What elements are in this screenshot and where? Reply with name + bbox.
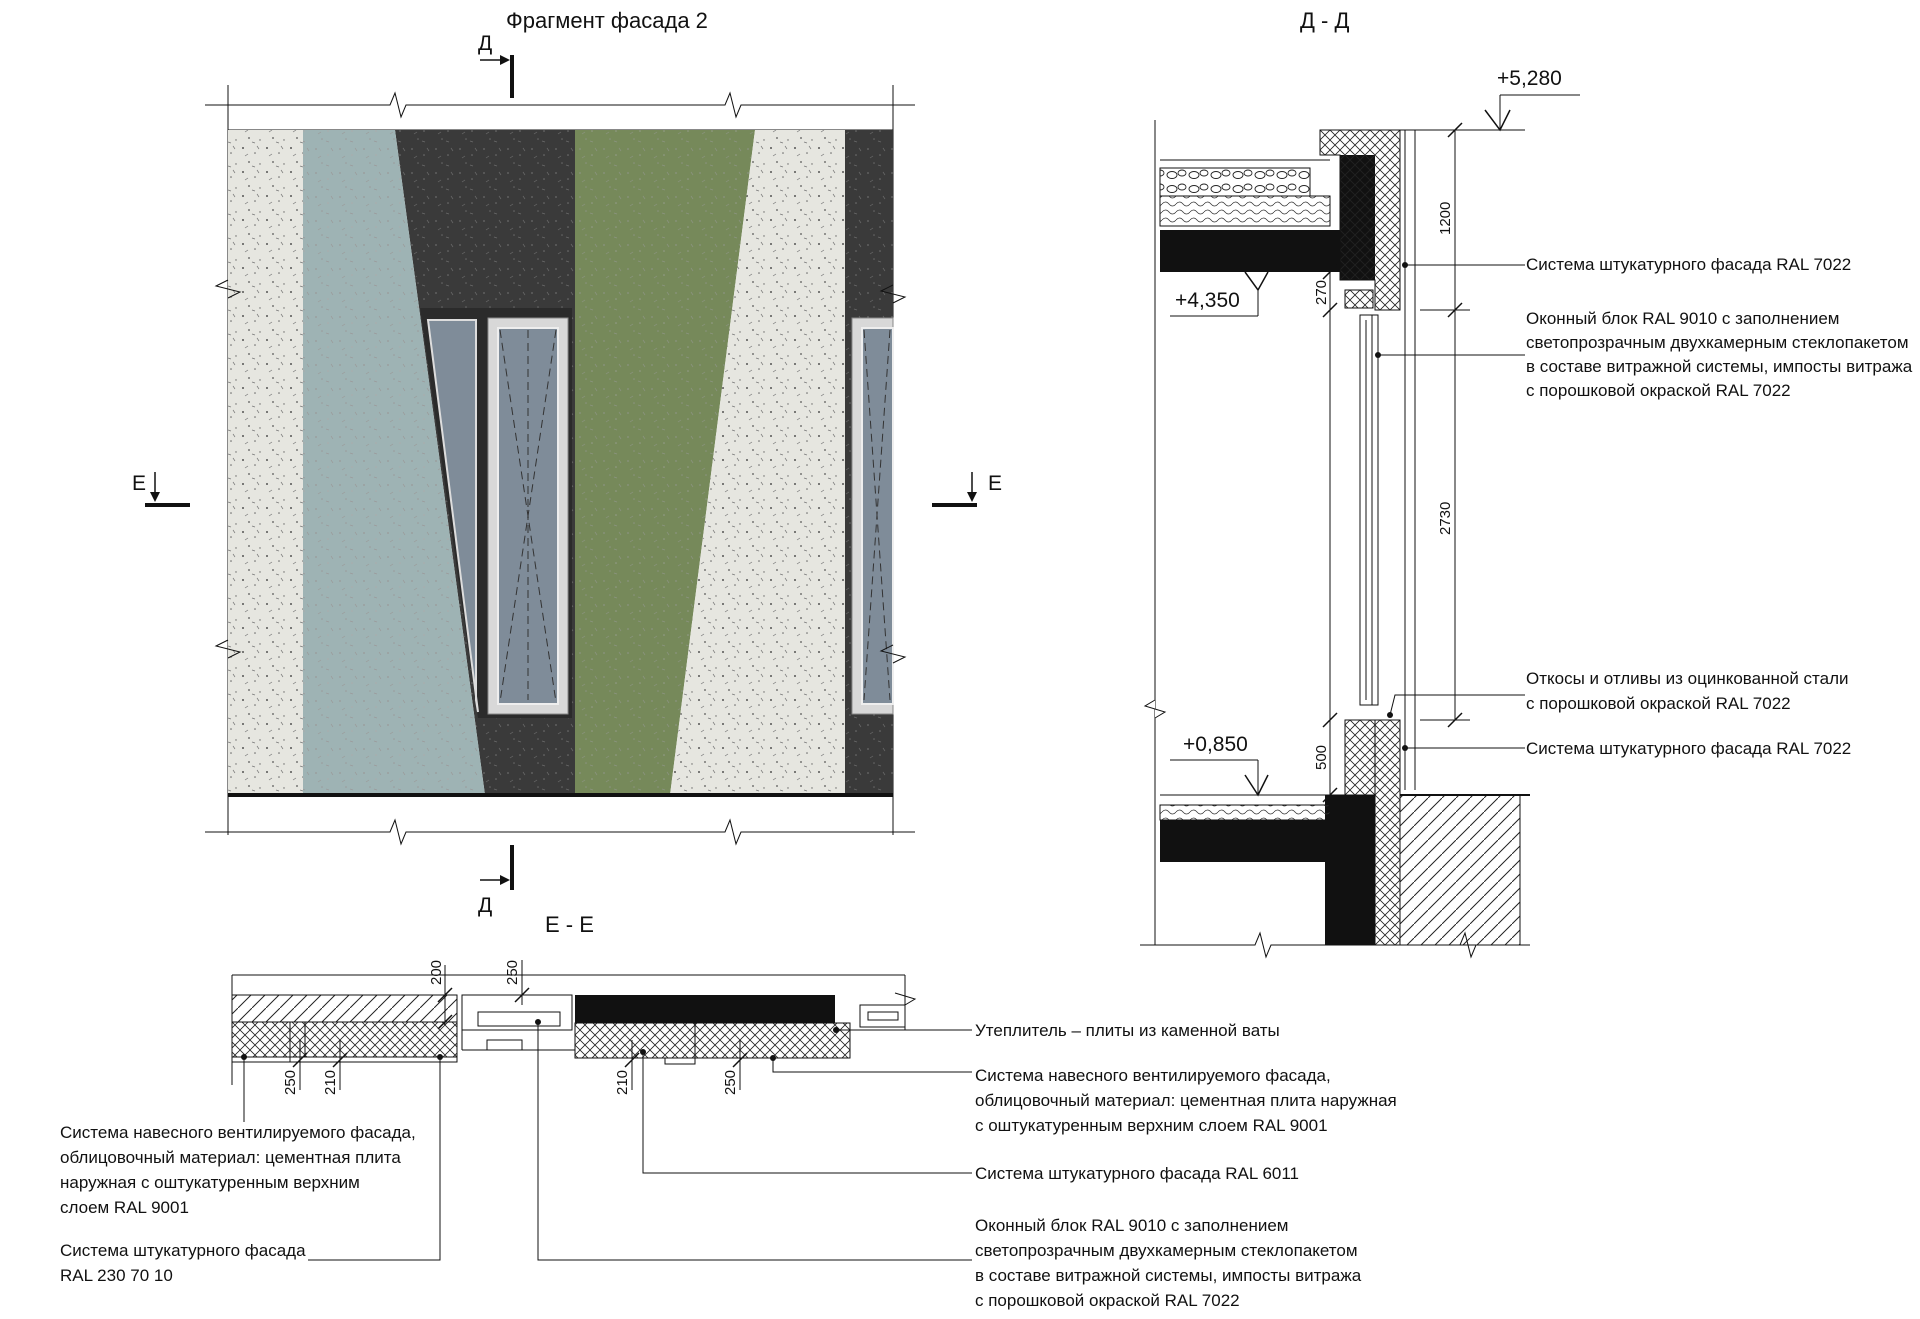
svg-text:Система штукатурного фасада: Система штукатурного фасада: [60, 1241, 306, 1260]
section-ee-title: Е - Е: [545, 912, 594, 937]
window-side-glass: [426, 319, 479, 713]
callout-ee-right-2: Система штукатурного фасада RAL 6011: [975, 1164, 1299, 1183]
dim-210-right: 210: [614, 1070, 631, 1095]
svg-text:наружная с оштукатуренным верх: наружная с оштукатуренным верхним: [60, 1173, 360, 1192]
svg-text:с оштукатуренным верхним слоем: с оштукатуренным верхним слоем RAL 9001: [975, 1116, 1328, 1135]
lower-slab: [1160, 820, 1330, 862]
cut-mark-d-top: Д: [478, 32, 514, 98]
callout-dd-1: Оконный блок RAL 9010 с заполнением свет…: [1526, 309, 1913, 400]
dim-270: 270: [1313, 280, 1330, 305]
dim-1200: 1200: [1437, 202, 1454, 235]
callout-ee-left-0: Система навесного вентилируемого фасада,…: [60, 1123, 416, 1217]
right-wall-insulation: [574, 1022, 851, 1059]
left-wall-core: [231, 994, 458, 1023]
svg-text:Система штукатурного фасада RA: Система штукатурного фасада RAL 6011: [975, 1164, 1299, 1183]
svg-text:в составе витражной системы, и: в составе витражной системы, импосты вит…: [975, 1266, 1362, 1285]
svg-text:Система навесного вентилируемо: Система навесного вентилируемого фасада,: [60, 1123, 416, 1142]
svg-text:Система штукатурного фасада RA: Система штукатурного фасада RAL 7022: [1526, 739, 1851, 758]
dim-250-right: 250: [722, 1070, 739, 1095]
dim-2730: 2730: [1437, 502, 1454, 535]
svg-text:светопрозрачным двухкамерным с: светопрозрачным двухкамерным стеклопакет…: [1526, 333, 1909, 352]
callout-ee-right-1: Система навесного вентилируемого фасада,…: [975, 1066, 1397, 1135]
svg-text:Оконный блок RAL 9010 с заполн: Оконный блок RAL 9010 с заполнением: [1526, 309, 1839, 328]
svg-text:RAL 230 70 10: RAL 230 70 10: [60, 1266, 173, 1285]
dim-250-left: 250: [282, 1070, 299, 1095]
cut-mark-e-left: Е: [132, 472, 190, 507]
callout-dd-3: Система штукатурного фасада RAL 7022: [1526, 739, 1851, 758]
svg-text:облицовочный материал: цементн: облицовочный материал: цементная плита: [60, 1148, 401, 1167]
section-ee-drawing: [231, 960, 972, 1261]
level-top: +5,280: [1497, 67, 1562, 90]
svg-text:Система навесного вентилируемо: Система навесного вентилируемого фасада,: [975, 1066, 1331, 1085]
cut-mark-d-bottom: Д: [478, 845, 514, 917]
cut-label-e-left: Е: [132, 472, 146, 495]
dim-210-left: 210: [322, 1070, 339, 1095]
dim-250-top: 250: [504, 960, 521, 985]
svg-text:облицовочный материал: цементн: облицовочный материал: цементная плита н…: [975, 1091, 1397, 1110]
section-dd-drawing: [1140, 94, 1580, 959]
level-mid: +4,350: [1175, 289, 1240, 312]
dim-200: 200: [428, 960, 445, 985]
svg-text:с порошковой окраской RAL 7022: с порошковой окраской RAL 7022: [1526, 694, 1791, 713]
svg-text:в составе витражной системы, и: в составе витражной системы, импосты вит…: [1526, 357, 1913, 376]
level-low: +0,850: [1183, 733, 1248, 756]
facade-elevation: [205, 85, 915, 846]
svg-text:с порошковой окраской RAL 7022: с порошковой окраской RAL 7022: [1526, 381, 1791, 400]
svg-text:светопрозрачным двухкамерным с: светопрозрачным двухкамерным стеклопакет…: [975, 1241, 1358, 1260]
cut-mark-e-right: Е: [932, 472, 1002, 507]
dim-500: 500: [1313, 745, 1330, 770]
callout-ee-left-1: Система штукатурного фасада RAL 230 70 1…: [60, 1241, 306, 1285]
upper-slab: [1160, 230, 1340, 272]
svg-text:с порошковой окраской RAL 7022: с порошковой окраской RAL 7022: [975, 1291, 1240, 1310]
left-wall-insulation: [231, 1021, 458, 1058]
callout-dd-0: Система штукатурного фасада RAL 7022: [1526, 255, 1851, 274]
right-wall-core: [575, 995, 835, 1023]
svg-text:Оконный блок RAL 9010 с заполн: Оконный блок RAL 9010 с заполнением: [975, 1216, 1288, 1235]
callout-dd-2: Откосы и отливы из оцинкованной стали с …: [1526, 669, 1849, 713]
callout-ee-right-3: Оконный блок RAL 9010 с заполнением свет…: [975, 1216, 1362, 1310]
facade-title: Фрагмент фасада 2: [506, 8, 708, 33]
foundation: [1399, 794, 1521, 946]
cut-label-e-right: Е: [988, 472, 1002, 495]
cut-label-d-top: Д: [478, 32, 492, 55]
svg-text:слоем RAL 9001: слоем RAL 9001: [60, 1198, 189, 1217]
svg-text:Откосы и отливы из оцинкованно: Откосы и отливы из оцинкованной стали: [1526, 669, 1849, 688]
cut-label-d-bottom: Д: [478, 894, 492, 917]
svg-text:Система штукатурного фасада RA: Система штукатурного фасада RAL 7022: [1526, 255, 1851, 274]
section-dd-title: Д - Д: [1300, 8, 1349, 33]
svg-text:Утеплитель – плиты из каменной: Утеплитель – плиты из каменной ваты: [975, 1021, 1280, 1040]
callout-ee-right-0: Утеплитель – плиты из каменной ваты: [975, 1021, 1280, 1040]
